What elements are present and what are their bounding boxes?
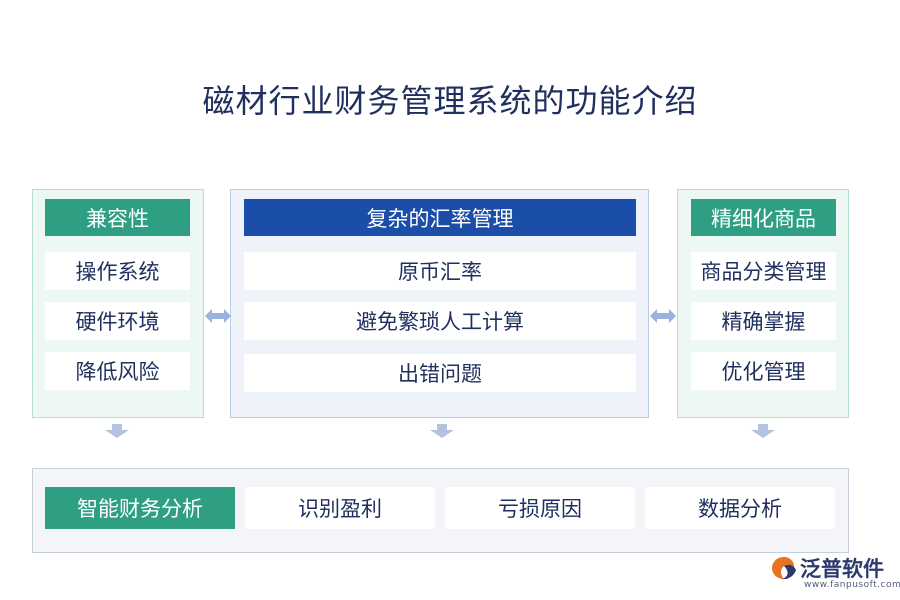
brand-logo: 泛普软件 www.fanpusoft.com	[770, 553, 900, 597]
exchange-rate-item-original: 原币汇率	[244, 252, 636, 290]
refined-goods-item-optimize: 优化管理	[691, 352, 836, 390]
double-arrow-right-icon	[650, 309, 676, 323]
down-arrow-left-icon	[105, 424, 129, 438]
page-title: 磁材行业财务管理系统的功能介绍	[202, 82, 698, 120]
compatibility-item-os: 操作系统	[45, 252, 190, 290]
down-arrow-right-icon	[751, 424, 775, 438]
compatibility-item-risk: 降低风险	[45, 352, 190, 390]
smart-finance-item-loss: 亏损原因	[445, 487, 635, 529]
double-arrow-left-icon	[205, 309, 231, 323]
smart-finance-header: 智能财务分析	[45, 487, 235, 529]
brand-logo-icon	[772, 557, 796, 580]
compatibility-header: 兼容性	[45, 199, 190, 236]
refined-goods-header: 精细化商品	[691, 199, 836, 236]
brand-name: 泛普软件	[800, 557, 884, 581]
smart-finance-item-analysis: 数据分析	[645, 487, 835, 529]
refined-goods-item-precise: 精确掌握	[691, 302, 836, 340]
compatibility-item-hardware: 硬件环境	[45, 302, 190, 340]
brand-url: www.fanpusoft.com	[804, 580, 900, 590]
exchange-rate-header: 复杂的汇率管理	[244, 199, 636, 236]
smart-finance-item-profit: 识别盈利	[245, 487, 435, 529]
exchange-rate-item-errors: 出错问题	[244, 354, 636, 392]
down-arrow-middle-icon	[430, 424, 454, 438]
refined-goods-item-classify: 商品分类管理	[691, 252, 836, 290]
exchange-rate-item-manual: 避免繁琐人工计算	[244, 302, 636, 340]
